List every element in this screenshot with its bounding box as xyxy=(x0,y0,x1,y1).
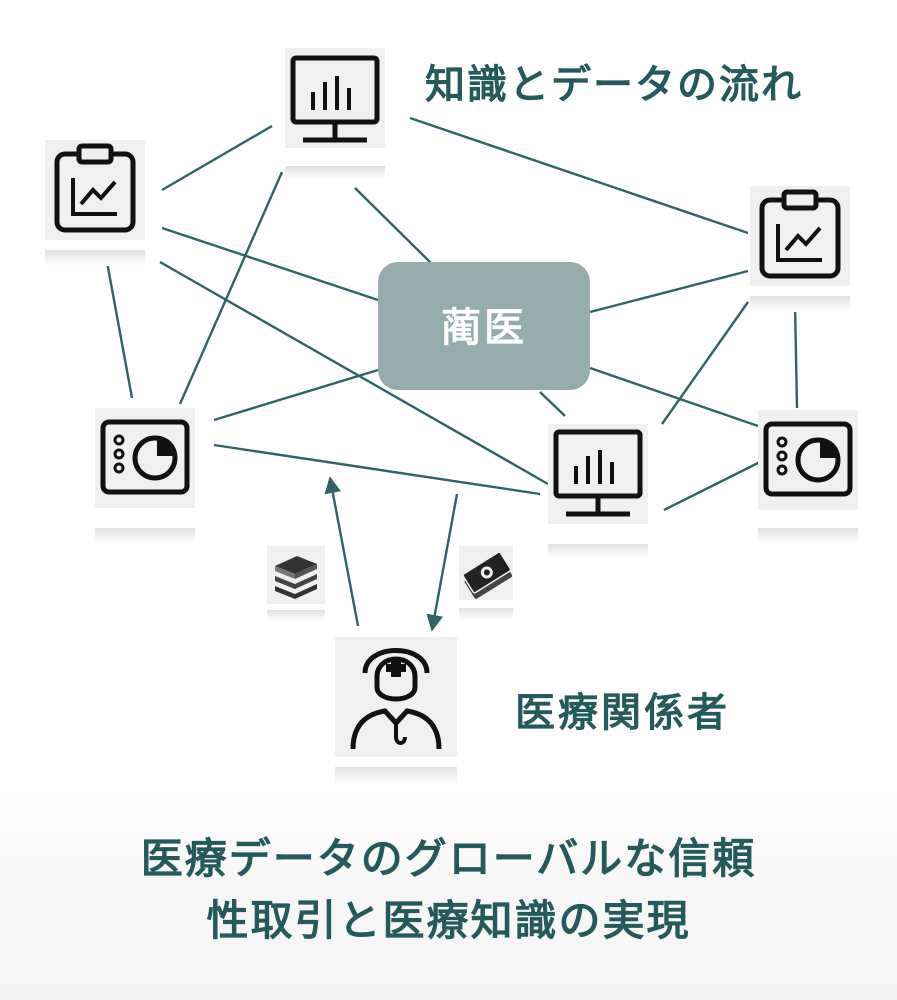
clipboard-chart-icon xyxy=(45,140,145,266)
hub-label: 蔺医 xyxy=(441,305,527,351)
connector xyxy=(354,187,433,265)
caption-background xyxy=(0,790,897,1000)
dashboard-pie-icon xyxy=(95,408,195,544)
download-arrow xyxy=(426,493,459,632)
money-icon xyxy=(459,546,513,620)
connector xyxy=(793,303,799,409)
connector xyxy=(539,391,566,417)
connector xyxy=(213,368,379,422)
dashboard-pie-icon xyxy=(758,410,858,544)
books-icon xyxy=(267,546,325,622)
monitor-chart-icon xyxy=(285,48,385,180)
flow-title: 知識とデータの流れ xyxy=(425,62,803,108)
network-connectors xyxy=(105,116,799,512)
connector xyxy=(178,171,284,405)
upload-arrow xyxy=(324,476,360,627)
connector xyxy=(213,443,541,496)
connector xyxy=(105,261,134,399)
connector xyxy=(661,301,749,425)
actor-label: 医療関係者 xyxy=(515,690,730,736)
connector xyxy=(663,460,761,512)
flow-arrows xyxy=(324,476,459,632)
caption-line-2: 性取引と医療知識の実現 xyxy=(206,896,691,945)
caption-line-1: 医療データのグローバルな信頼 xyxy=(140,834,757,883)
hub-node: 蔺医 xyxy=(378,262,590,390)
connector xyxy=(161,226,379,302)
connector xyxy=(409,116,749,235)
clipboard-chart-icon xyxy=(750,186,850,312)
caption: 医療データのグローバルな信頼 性取引と医療知識の実現 xyxy=(0,828,897,952)
monitor-chart-icon xyxy=(548,424,648,558)
connector xyxy=(589,269,749,314)
connector xyxy=(159,260,549,486)
connector xyxy=(161,124,273,192)
doctor-icon xyxy=(335,637,457,785)
connector xyxy=(589,366,759,428)
